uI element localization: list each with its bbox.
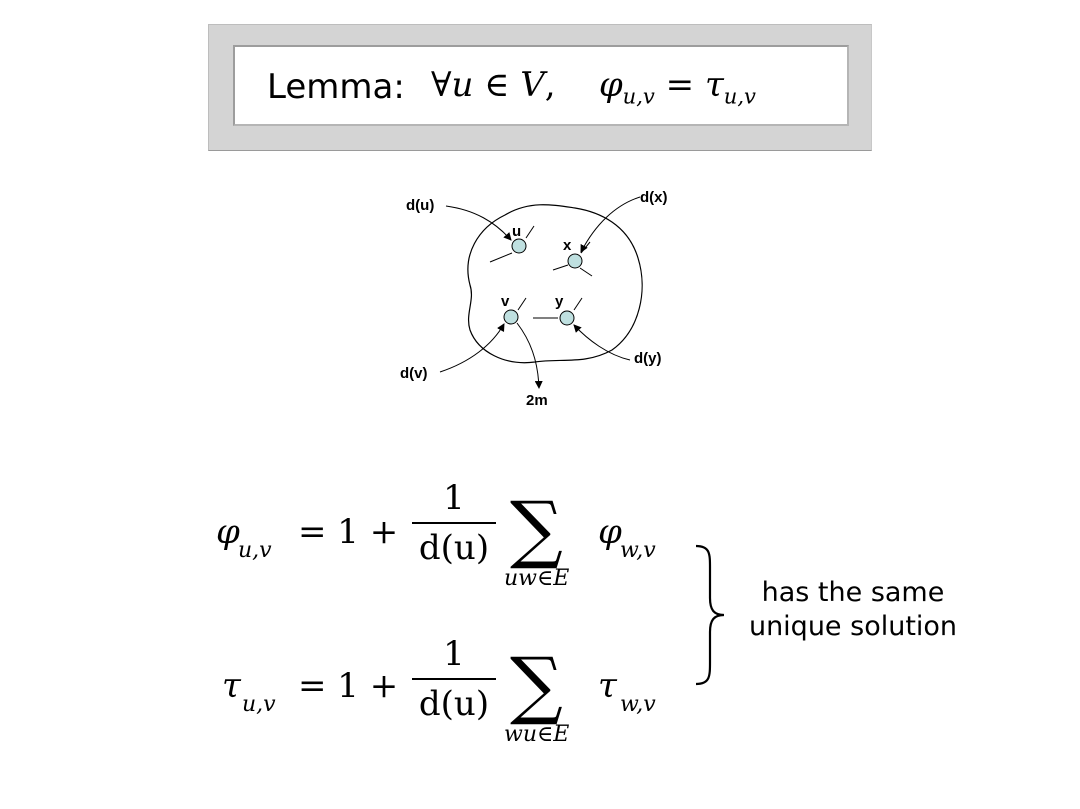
- tau-fraction-bar: [412, 678, 496, 680]
- tau-denominator: d(u): [418, 684, 490, 724]
- right-curly-brace: [695, 544, 725, 686]
- phi-term-symbol: φ: [598, 512, 622, 552]
- phi-numerator: 1: [443, 478, 465, 518]
- lemma-tau: τ: [704, 65, 724, 105]
- phi-lhs-symbol: φ: [216, 512, 240, 552]
- edge-x-2: [552, 264, 569, 271]
- graph-region-outline: [467, 204, 643, 364]
- edge-v-1: [517, 297, 527, 311]
- label-dv: d(v): [400, 365, 428, 382]
- phi-term-sub: w,v: [620, 538, 656, 563]
- lemma-frame: Lemma: ∀u ∈ V, φu,v = τu,v: [208, 24, 872, 151]
- lemma-equals: =: [665, 65, 695, 105]
- lemma-box: Lemma: ∀u ∈ V, φu,v = τu,v: [233, 45, 849, 126]
- same-solution-note: has the same unique solution: [728, 576, 978, 644]
- node-y: [559, 310, 575, 326]
- lemma-label: Lemma:: [267, 67, 405, 107]
- label-2m: 2m: [526, 392, 548, 409]
- node-v: [503, 309, 519, 325]
- label-dx: d(x): [640, 189, 668, 206]
- note-line-1: has the same: [761, 577, 945, 608]
- phi-rhs-prefix: = 1 +: [298, 512, 399, 552]
- arrow-dy: [573, 324, 631, 361]
- phi-sum-index: uw∈E: [504, 566, 570, 591]
- tau-fraction: 1 d(u): [412, 634, 496, 724]
- label-du: d(u): [406, 197, 434, 214]
- tau-numerator: 1: [443, 634, 465, 674]
- phi-fraction: 1 d(u): [412, 478, 496, 568]
- lemma-tau-sub: u,v: [723, 83, 756, 109]
- phi-fraction-bar: [412, 522, 496, 524]
- arrow-2m: [516, 322, 543, 389]
- tau-lhs-symbol: τ: [222, 666, 241, 706]
- lemma-var-u: u: [451, 65, 474, 105]
- tau-lhs-sub: u,v: [242, 692, 276, 717]
- phi-sum-symbol: ∑: [510, 486, 563, 572]
- phi-lhs-sub: u,v: [238, 538, 272, 563]
- edge-y-1: [573, 297, 583, 311]
- edge-u-1: [525, 225, 535, 239]
- forall-symbol: ∀: [431, 65, 452, 105]
- edge-x-3: [579, 267, 593, 277]
- lemma-set-v: V: [520, 65, 545, 105]
- node-label-v: v: [501, 293, 510, 310]
- tau-term-sub: w,v: [620, 692, 656, 717]
- phi-denominator: d(u): [418, 528, 490, 568]
- lemma-phi: φ: [598, 65, 623, 105]
- label-dy: d(y): [634, 350, 662, 367]
- lemma-comma: ,: [544, 65, 556, 105]
- lemma-statement: ∀u ∈ V, φu,v = τu,v: [431, 65, 756, 108]
- in-symbol: ∈: [484, 65, 510, 105]
- tau-sum-symbol: ∑: [510, 642, 563, 728]
- node-label-y: y: [555, 293, 564, 310]
- node-label-x: x: [563, 237, 572, 254]
- note-line-2: unique solution: [748, 610, 958, 642]
- arrow-du: [445, 205, 512, 241]
- edge-u-2: [489, 252, 513, 263]
- tau-term-symbol: τ: [598, 666, 617, 706]
- lemma-phi-sub: u,v: [622, 83, 655, 109]
- node-label-u: u: [512, 223, 521, 240]
- tau-rhs-prefix: = 1 +: [298, 666, 399, 706]
- node-x: [567, 253, 583, 269]
- node-u: [511, 238, 527, 254]
- tau-sum-index: wu∈E: [504, 722, 570, 747]
- arrow-dx: [580, 196, 641, 253]
- arrow-dv: [439, 323, 505, 373]
